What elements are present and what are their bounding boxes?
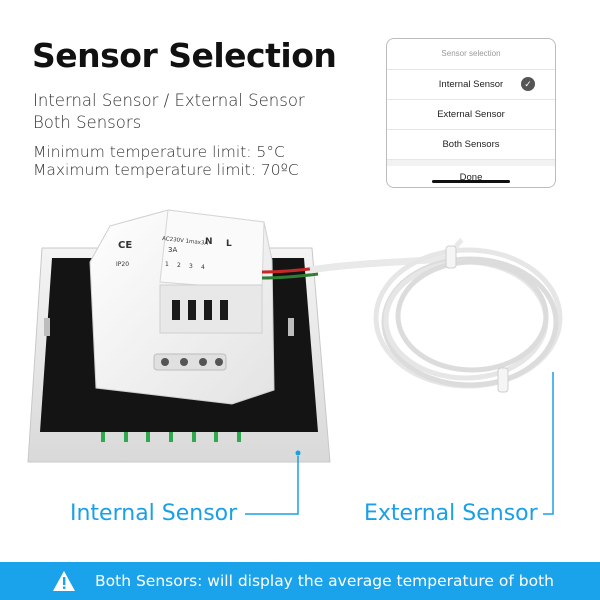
terminal-1: 1 — [165, 261, 169, 268]
sensor-wire-leads — [261, 254, 453, 280]
ce-mark: CE — [118, 240, 132, 251]
warning-icon — [52, 570, 76, 597]
option-label: Internal Sensor — [438, 79, 504, 90]
option-internal-sensor[interactable]: Internal Sensor ✓ — [387, 69, 555, 99]
subtitle-line-2: Both Sensors — [33, 113, 142, 132]
current-rating: 3A — [168, 246, 177, 254]
min-temperature-limit: Minimum temperature limit: 5°C — [33, 143, 285, 161]
rating-text: AC230V 1max3A — [162, 236, 209, 247]
terminal-n: N — [205, 237, 213, 247]
external-sensor-cable — [373, 237, 563, 389]
headline: Sensor Selection — [32, 36, 337, 75]
option-label: Both Sensors — [442, 139, 500, 150]
cable-ties — [445, 245, 509, 393]
done-button[interactable]: Done — [459, 172, 483, 183]
relay-module: CE IP20 AC230V 1max3A 3A N L 1 2 3 4 — [89, 209, 275, 405]
ip-rating: IP20 — [116, 261, 129, 268]
terminal-3: 3 — [189, 263, 193, 270]
checkmark-icon: ✓ — [521, 77, 535, 91]
terminal-2: 2 — [177, 262, 181, 269]
terminal-4: 4 — [201, 264, 205, 271]
terminal-l: L — [226, 239, 232, 249]
internal-sensor-point — [295, 450, 301, 456]
max-temperature-limit: Maximum temperature limit: 70ºC — [33, 161, 299, 179]
subtitle-line-1: Internal Sensor / External Sensor — [33, 91, 305, 110]
sensor-selection-dialog: Sensor selection Internal Sensor ✓ Exter… — [386, 38, 556, 188]
home-indicator — [432, 180, 510, 183]
callout-lines — [245, 372, 554, 515]
internal-sensor-label: Internal Sensor — [70, 501, 238, 526]
external-sensor-label: External Sensor — [364, 501, 538, 526]
option-both-sensors[interactable]: Both Sensors — [387, 129, 555, 159]
divider — [387, 159, 555, 166]
terminal-pins — [101, 432, 241, 442]
option-label: External Sensor — [437, 109, 505, 120]
info-banner: Both Sensors: will display the average t… — [0, 562, 600, 600]
banner-text: Both Sensors: will display the average t… — [95, 572, 554, 590]
option-external-sensor[interactable]: External Sensor — [387, 99, 555, 129]
dialog-title: Sensor selection — [441, 49, 501, 58]
